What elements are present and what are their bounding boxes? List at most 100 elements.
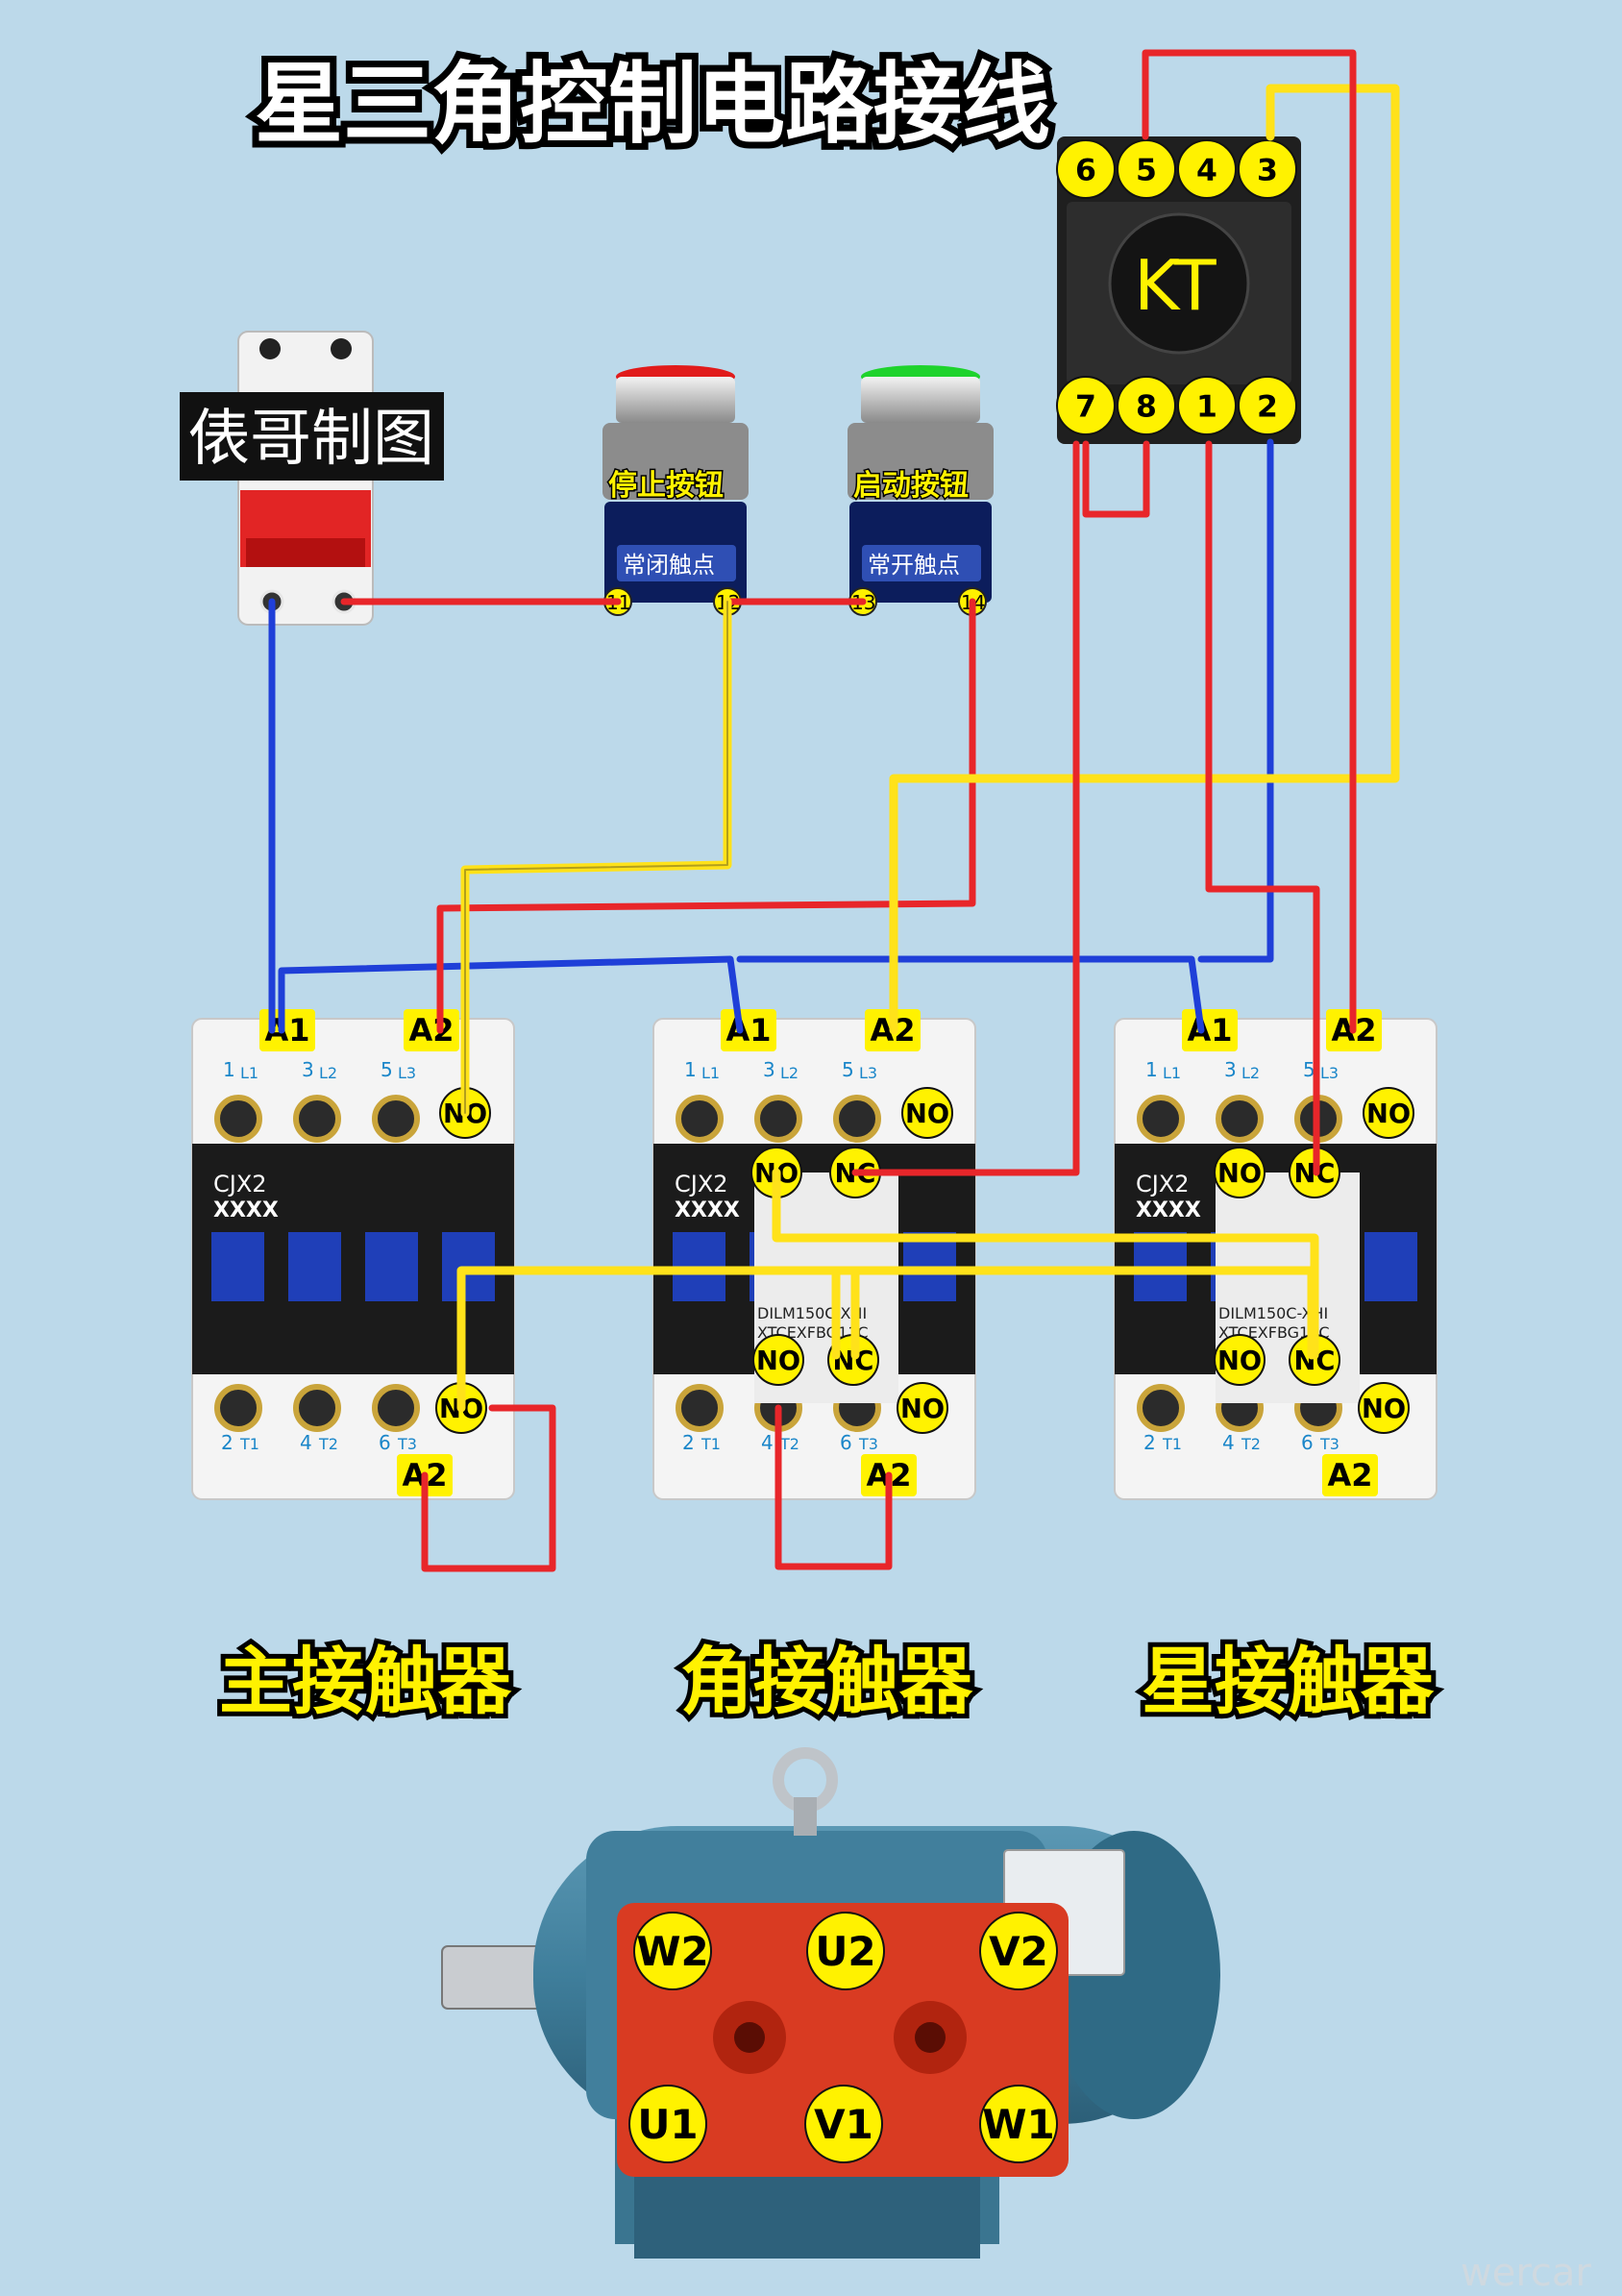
motor-terminal-W2 [633,1912,712,1990]
screw-icon [214,1384,262,1432]
stop-button-label: 停止按钮 [608,469,724,503]
contactor-2-top-num-0: 1 [684,1058,697,1081]
contactor-3-aux-no-3-label: NO [1217,1346,1262,1376]
motor-terminal-W1-label: W1 [982,2101,1055,2148]
timer-pin-3 [1238,139,1297,199]
contactor-1-bot-num-0: 2 [221,1431,233,1454]
timer-pin-3-label: 3 [1257,153,1278,187]
wire-red-start-main [436,598,976,1034]
timer-pin-2-label: 2 [1257,389,1278,424]
timer-label: KT [1134,245,1217,326]
stop-contact-type: 常闭触点 [623,552,715,579]
wires [268,49,1400,1572]
contactor-3-aux-no-1 [1214,1147,1266,1198]
contactor-3-aux-no-1-label: NO [1217,1159,1262,1189]
timer-pin-2 [1238,376,1297,435]
wire-yellow-main-aux [456,1266,1316,1413]
timer-pin-8-label: 8 [1136,389,1157,424]
contactor-3-aux-no-0 [1363,1087,1414,1139]
motor-terminal-V1 [804,2085,883,2163]
contactor-2-bot-num-0: 2 [682,1431,695,1454]
contactor-1-top-num-1: 3 [302,1058,314,1081]
contactor-2-aux-no-5-label: NO [900,1395,945,1424]
motor-terminal-V1-label: V1 [814,2101,873,2148]
contactor-name-2: 角接触器 [680,1639,973,1724]
contactor-2-top-phase-2: L3 [859,1064,877,1082]
contactor-3-aux-no-5-label: NO [1362,1395,1406,1424]
motor-terminal-U1 [628,2085,707,2163]
contactor-2-top-num-1: 3 [763,1058,775,1081]
screw-icon [676,1384,724,1432]
timer-pin-1-label: 1 [1196,389,1217,424]
contactor-2-aux-no-0 [901,1087,953,1139]
motor-terminal-W2-label: W2 [636,1928,709,1975]
contactor-1-bot-num-1: 4 [300,1431,312,1454]
credit-label: 俵哥制图 [180,392,444,481]
start-button: 启动按钮 常开触点 13 14 [848,365,994,616]
contactor-3-aux-no-3 [1214,1334,1266,1386]
contactor-3-bot-phase-2: T3 [1319,1435,1339,1453]
contactor-1-bot-num-2: 6 [379,1431,391,1454]
wire-blue-timer [1197,438,1274,963]
screw-icon [1137,1384,1185,1432]
wire-yellow-stop-no [460,597,732,1118]
contactor-name-3: 星接触器 [1142,1639,1435,1724]
motor-terminal-V2 [979,1912,1058,1990]
start-button-label: 启动按钮 [853,469,969,503]
contactor-1-top-phase-0: L1 [240,1064,258,1082]
screw-icon [293,1095,341,1143]
wire-blue-a1-bus [278,955,744,1034]
motor-terminal-V2-label: V2 [989,1928,1048,1975]
contactor-2-aux-no-0-label: NO [905,1099,949,1129]
contactor-1-a2 [404,1009,459,1051]
contactor-2-a1 [721,1009,776,1051]
contactor-3-aux-no-0-label: NO [1366,1099,1411,1129]
start-contact-type: 常开触点 [868,552,960,579]
timer-pin-4-label: 4 [1196,153,1217,187]
contactor-1-model-sub: XXXX [213,1198,279,1222]
contactor-1-top-phase-1: L2 [319,1064,337,1082]
contactor-3-a1 [1182,1009,1238,1051]
screw-icon [676,1095,724,1143]
contactor-3-a1-label: A1 [1187,1012,1232,1049]
contactor-2-bot-num-1: 4 [761,1431,774,1454]
contactor-3-top-phase-1: L2 [1241,1064,1260,1082]
contactor-2-model-sub: XXXX [675,1198,740,1222]
timer-pin-1 [1177,376,1237,435]
page-title: 星三角控制电路接线 [255,53,1050,156]
terminal-box [617,1903,1069,2177]
contactor-3-aux-no-5 [1358,1382,1410,1434]
motor-terminal-U1-label: U1 [637,2101,698,2148]
contactor-2-bot-phase-2: T3 [858,1435,878,1453]
contactor-1-bot-phase-1: T2 [318,1435,338,1453]
contactor-2-top-phase-1: L2 [780,1064,799,1082]
contactor-3-top-phase-0: L1 [1163,1064,1181,1082]
contactor-3-bot-num-1: 4 [1222,1431,1235,1454]
screw-icon [1216,1095,1264,1143]
screw-icon [833,1095,881,1143]
contactor-3-aux-model: DILM150C-XHI [1218,1304,1328,1322]
screw-icon [754,1095,802,1143]
contactor-3-bot-num-2: 6 [1301,1431,1314,1454]
watermark: wercar [1461,2251,1591,2295]
wire-yellow-timer-delta [889,84,1400,1035]
contactor-3-top-num-1: 3 [1224,1058,1237,1081]
contactor-1-bot-phase-0: T1 [239,1435,259,1453]
contactor-name-1: 主接触器 [219,1639,512,1724]
contactor-3-bot-num-0: 2 [1143,1431,1156,1454]
wire-red-delta-loop [774,1404,893,1570]
timer-pin-5-label: 5 [1136,153,1157,187]
wire-red-timer-loop [1082,440,1150,518]
timer-pin-7 [1056,376,1116,435]
contactor-2-aux-model: DILM150C-XHI [757,1304,867,1322]
contactor-1-a2-label: A2 [408,1012,454,1049]
timer-pin-4 [1177,139,1237,199]
contactor-3-bot-phase-1: T2 [1241,1435,1261,1453]
contactor-3-model: CJX2 [1136,1171,1190,1197]
contactor-2-top-phase-0: L1 [701,1064,720,1082]
contactor-2-bot-phase-1: T2 [779,1435,799,1453]
